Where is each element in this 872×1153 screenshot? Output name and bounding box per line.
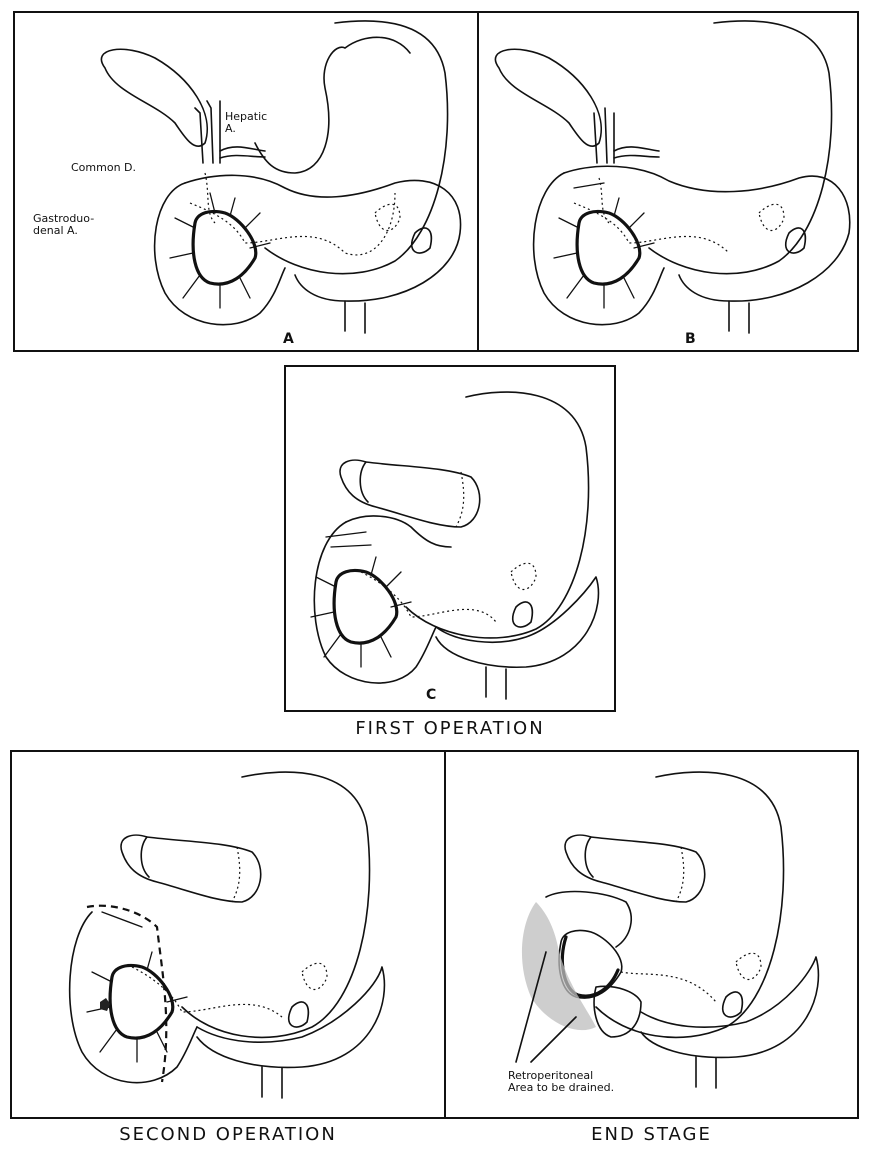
end-stage-caption: END STAGE [444,1124,859,1145]
second-operation-caption: SECOND OPERATION [10,1124,446,1145]
gastroduodenal-artery-label: Gastroduo- denal A. [33,213,94,237]
panel-c: C [284,365,616,712]
panel-b-drawing [479,13,857,350]
hepatic-artery-label: Hepatic A. [225,111,267,135]
panel-c-letter: C [426,687,436,703]
panel-b-letter: B [685,331,696,347]
panel-end-stage: Retroperitoneal Area to be drained. [444,750,859,1119]
first-operation-caption: FIRST OPERATION [284,718,616,739]
panel-a-drawing [15,13,477,350]
panel-second-operation-drawing [12,752,444,1117]
common-duct-label: Common D. [71,162,136,174]
panel-a-letter: A [283,331,294,347]
panel-end-stage-drawing [446,752,857,1117]
panel-c-drawing [286,367,614,710]
panel-b: B [477,11,859,352]
panel-second-operation [10,750,446,1119]
panel-a: Hepatic A. Common D. Gastroduo- denal A.… [13,11,479,352]
retroperitoneal-area-label: Retroperitoneal Area to be drained. [508,1070,614,1094]
